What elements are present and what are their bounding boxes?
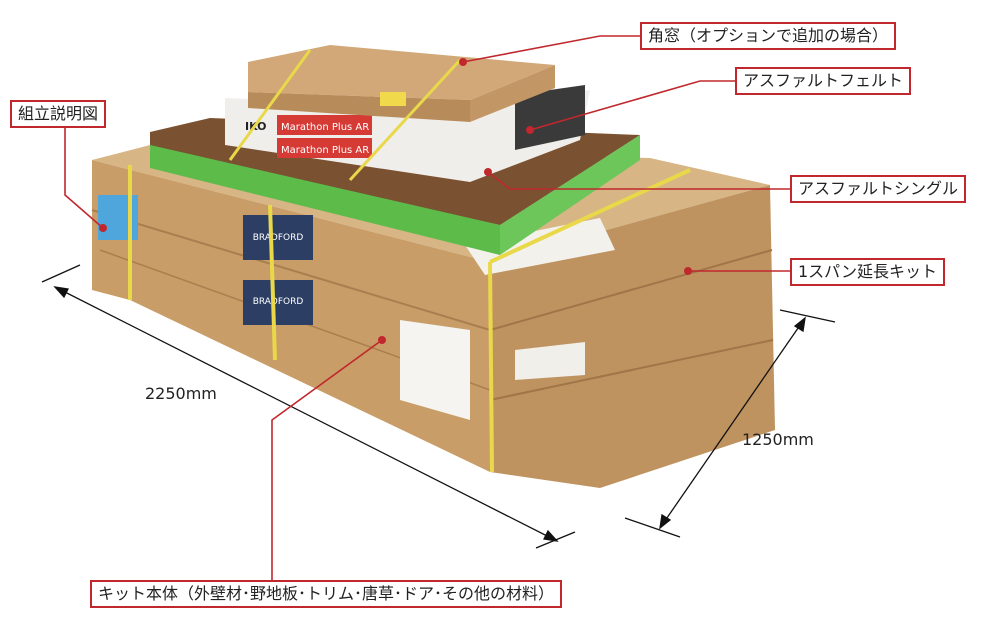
- dimension-2250: [41, 264, 576, 549]
- dimension-1250: [624, 309, 836, 538]
- asphalt-shingle-bundles: IKO Marathon Plus AR Marathon Plus AR: [225, 85, 590, 182]
- leader-dots: [99, 58, 692, 344]
- marathon-product-text: Marathon Plus AR: [281, 122, 369, 133]
- main-kit-bundle: BRADFORD BRADFORD: [91, 145, 775, 488]
- bradford-label-bottom: [243, 280, 313, 325]
- callout-span-extension-kit: 1スパン延長キット: [790, 258, 945, 286]
- callout-kit-body: キット本体（外壁材･野地板･トリム･唐草･ドア･その他の材料）: [90, 580, 563, 608]
- callout-dormer-window: 角窓（オプションで追加の場合）: [640, 22, 897, 50]
- dimension-length-label: 2250mm: [145, 384, 217, 403]
- dimension-width-label: 1250mm: [742, 430, 814, 449]
- callout-asphalt-felt: アスファルトフェルト: [735, 67, 912, 95]
- bradford-brand-text: BRADFORD: [253, 233, 304, 243]
- bradford-label-top: [243, 215, 313, 260]
- leader-lines: [64, 35, 790, 580]
- callout-asphalt-shingle: アスファルトシングル: [790, 175, 967, 203]
- bradford-brand-text: BRADFORD: [253, 297, 304, 307]
- callout-assembly-drawing: 組立説明図: [10, 100, 107, 128]
- marathon-product-text: Marathon Plus AR: [281, 145, 369, 156]
